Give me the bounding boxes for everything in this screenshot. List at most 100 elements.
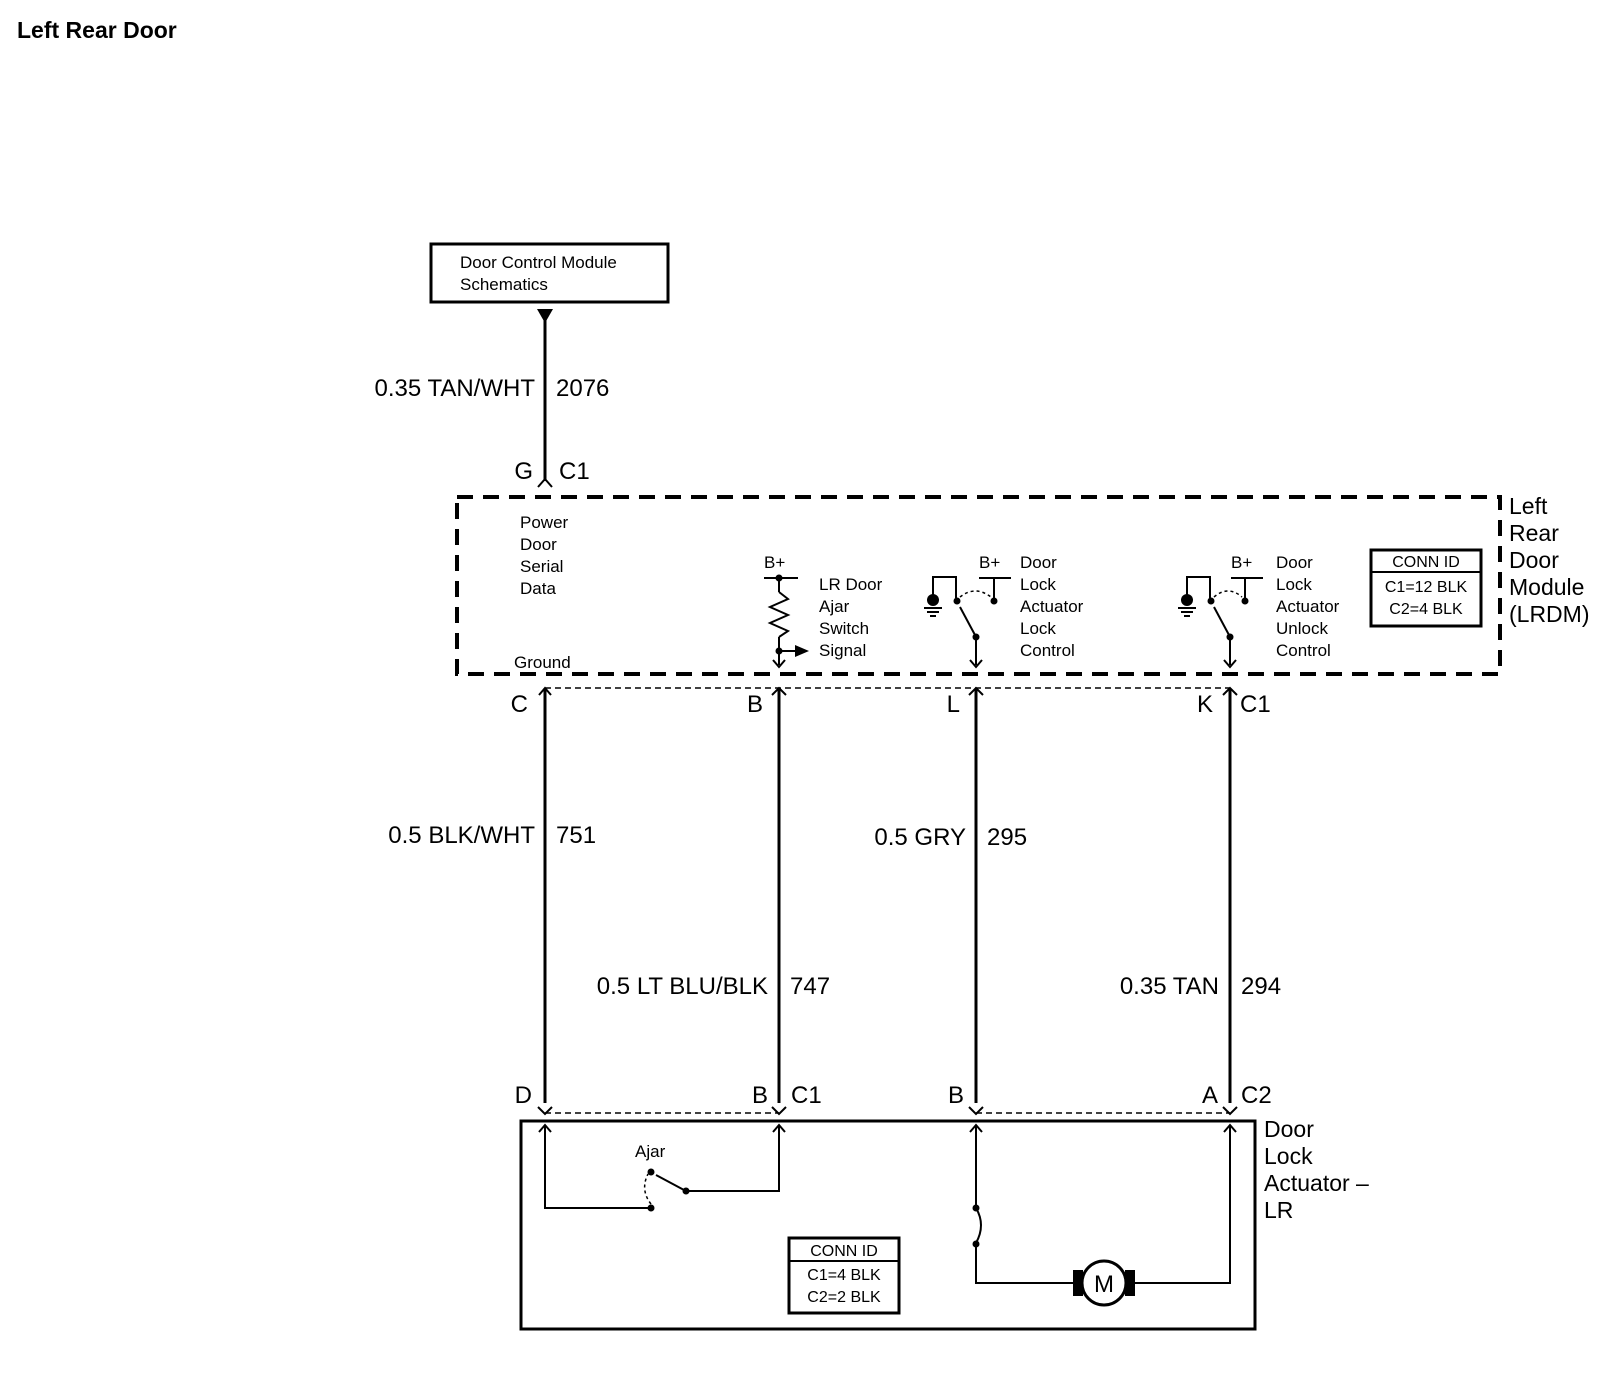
ajar-label-line2: Ajar [819, 597, 850, 616]
module-pin-l: L [947, 691, 960, 718]
connector-terminal-icon [537, 477, 553, 488]
wire-ajar-gauge-color: 0.5 LT BLU/BLK [597, 973, 768, 1000]
page-title: Left Rear Door [17, 17, 177, 43]
actuator-conn-id-c1: C1=4 BLK [807, 1267, 881, 1284]
bplus-label-ajar: B+ [764, 553, 785, 572]
ajar-label-line4: Signal [819, 641, 866, 660]
ajar-switch-label: Ajar [635, 1142, 666, 1161]
ajar-switch-signal-lead [686, 1125, 780, 1192]
ajar-switch-ground-lead [544, 1125, 650, 1209]
lock-label-line2: Lock [1020, 575, 1056, 594]
unlock-label-line5: Control [1276, 641, 1331, 660]
resistor-icon [767, 591, 791, 638]
module-conn-id-c2: C2=4 BLK [1389, 601, 1463, 618]
connector-terminal-icon [771, 1106, 787, 1116]
actuator-name-line1: Door [1264, 1116, 1314, 1142]
connector-terminal-icon [1222, 1106, 1238, 1116]
module-pin-b: B [747, 691, 763, 718]
connector-terminal-icon [772, 659, 786, 669]
actuator-conn-id-box [787, 1236, 901, 1315]
relay-bracket [1186, 576, 1211, 600]
module-conn-id: CONN ID C1=12 BLK C2=4 BLK [1369, 548, 1483, 628]
ajar-label-line3: Switch [819, 619, 869, 638]
wire-lock-gauge-color: 0.5 GRY [874, 824, 966, 851]
actuator-connector-pins: D B C1 B A C2 [515, 1082, 1272, 1109]
actuator-name-line4: LR [1264, 1197, 1293, 1223]
serial-label-line2: Door [520, 535, 557, 554]
unlock-label-line3: Actuator [1276, 597, 1340, 616]
connector-terminal-icon [968, 1106, 984, 1116]
serial-label-line1: Power [520, 513, 569, 532]
wire-unlock-gauge-color: 0.35 TAN [1120, 973, 1219, 1000]
relay-linkage [1213, 590, 1243, 598]
unlock-control-relay: B+ Door Lock Actuator Unlock Control [1178, 553, 1340, 669]
lrdm-module-enclosure [455, 495, 1502, 676]
connector-terminal-icon [969, 659, 983, 669]
motor-brush-left [1073, 1270, 1083, 1296]
actuator-conn-id: CONN ID C1=4 BLK C2=2 BLK [787, 1236, 901, 1315]
serial-label-line4: Data [520, 579, 556, 598]
actuator-name-line3: Actuator – [1264, 1170, 1369, 1196]
relay-bracket [932, 576, 957, 600]
lock-label-line4: Lock [1020, 619, 1056, 638]
relay-contact [1241, 597, 1249, 605]
wire-serial-gauge-color: 0.35 TAN/WHT [375, 375, 536, 402]
lock-label-line5: Control [1020, 641, 1075, 660]
relay-switch-arm [959, 606, 976, 636]
actuator-connector-c2: C2 [1241, 1082, 1272, 1109]
module-name-line4: Module [1509, 574, 1584, 600]
wire-lock-circuit: 295 [987, 824, 1027, 851]
module-name-line3: Door [1509, 547, 1559, 573]
module-bottom-pins: C B L K C1 [511, 691, 1271, 718]
relay-contact [1207, 597, 1215, 605]
relay-switch-arm [1213, 606, 1230, 636]
wire-unlock-circuit: 294 [1241, 973, 1281, 1000]
module-top-connector: C1 [559, 458, 590, 485]
motor-lead-left [975, 1244, 1073, 1284]
ground-contact [1181, 594, 1193, 606]
module-name-line2: Rear [1509, 520, 1559, 546]
ajar-switch-linkage [643, 1173, 652, 1205]
signal-arrow-icon [795, 645, 809, 657]
actuator-name-line2: Lock [1264, 1143, 1313, 1169]
serial-data-label: Power Door Serial Data [520, 513, 569, 598]
module-bottom-connector: C1 [1240, 691, 1271, 718]
motor-label: M [1094, 1271, 1114, 1298]
actuator-pin-d: D [515, 1082, 532, 1109]
ajar-switch-contact [647, 1204, 655, 1212]
dcm-reference: Door Control Module Schematics [429, 242, 670, 323]
ajar-switch: Ajar [538, 1123, 786, 1212]
ajar-label-line1: LR Door [819, 575, 883, 594]
lrdm-module-name: Left Rear Door Module (LRDM) [1509, 493, 1590, 627]
lock-label-line3: Actuator [1020, 597, 1084, 616]
module-pin-c: C [511, 691, 528, 718]
ground-label: Ground [514, 653, 571, 672]
dcm-reference-line1: Door Control Module [460, 253, 617, 272]
ajar-signal-circuit: B+ LR Door Ajar Switch Signal [764, 553, 883, 669]
module-pin-g: G [514, 458, 533, 485]
module-name-line1: Left [1509, 493, 1548, 519]
actuator-conn-id-c2: C2=2 BLK [807, 1289, 881, 1306]
relay-linkage [959, 590, 992, 598]
dcm-reference-line2: Schematics [460, 275, 548, 294]
harness-wires [538, 686, 1238, 1103]
motor-circuit: M [969, 1123, 1237, 1307]
actuator-pin-b-c1: B [752, 1082, 768, 1109]
wire-ground-circuit: 751 [556, 822, 596, 849]
relay-contact [953, 597, 961, 605]
module-conn-id-box [1369, 548, 1483, 628]
dcm-reference-box [429, 242, 670, 304]
wire-ground-gauge-color: 0.5 BLK/WHT [388, 822, 535, 849]
terminal-arrow-icon [772, 1123, 786, 1133]
module-conn-id-header: CONN ID [1392, 554, 1460, 571]
lock-label-line1: Door [1020, 553, 1057, 572]
terminal-arrow-icon [1223, 1123, 1237, 1133]
bplus-label-unlock: B+ [1231, 553, 1252, 572]
door-lock-actuator-name: Door Lock Actuator – LR [1264, 1116, 1369, 1223]
motor-lead-right [1135, 1125, 1231, 1284]
lock-control-relay: B+ Door Lock Actuator Lock Control [924, 553, 1084, 669]
unlock-label-line1: Door [1276, 553, 1313, 572]
serial-label-line3: Serial [520, 557, 563, 576]
connector-terminal-icon [537, 1106, 553, 1116]
